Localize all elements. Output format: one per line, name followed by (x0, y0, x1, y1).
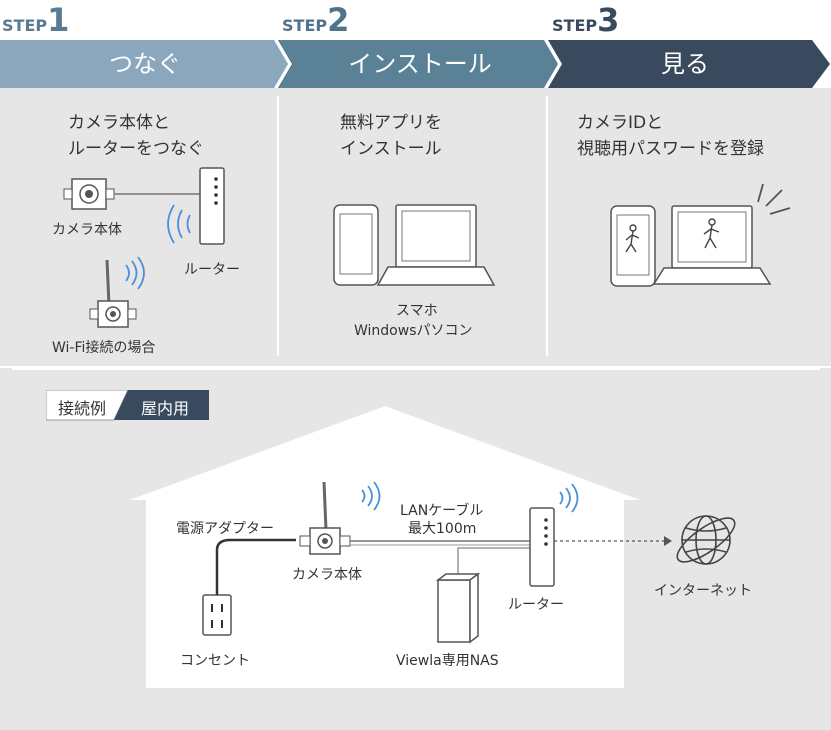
step-number: 2 (327, 1, 350, 39)
nas-cable (457, 547, 530, 580)
smartphone-icon (333, 204, 379, 286)
adapter-label: 電源アダプター (176, 521, 274, 537)
outlet-label: コンセント (180, 653, 250, 669)
internet-label: インターネット (654, 583, 752, 599)
step-3-illustration (610, 183, 791, 287)
step-1-desc: カメラ本体と ルーターをつなぐ (68, 110, 204, 162)
house-shape (130, 406, 640, 688)
arrow-icon (664, 536, 672, 546)
step-2-label-2: Windowsパソコン (354, 323, 473, 339)
outlet-icon (202, 594, 232, 636)
example-tag (46, 390, 209, 421)
laptop-icon (376, 204, 496, 286)
desc-line: インストール (340, 139, 442, 159)
step-word: STEP (2, 16, 48, 35)
alert-lines-icon (757, 183, 791, 215)
nas-label: Viewla専用NAS (396, 653, 499, 669)
desc-line: 視聴用パスワードを登録 (577, 139, 764, 159)
camera-icon (63, 178, 200, 210)
step-2-illustration (333, 204, 496, 286)
camera-label: カメラ本体 (292, 567, 362, 583)
laptop-icon (652, 205, 772, 285)
step-3-desc: カメラIDと 視聴用パスワードを登録 (577, 110, 764, 162)
tag-example: 接続例 (58, 399, 107, 418)
step-2-title: インストール (348, 50, 492, 78)
step-number: 1 (47, 1, 70, 39)
step-1-illustration (63, 167, 225, 328)
smartphone-icon (610, 205, 656, 287)
step-2-desc: 無料アプリを インストール (340, 110, 442, 162)
divider (546, 96, 548, 356)
tag-indoor: 屋内用 (141, 399, 190, 418)
step-banners (0, 40, 830, 88)
step-2-label-1: スマホ (396, 303, 438, 319)
nas-icon (435, 572, 481, 644)
step-3-label: STEP3 (552, 4, 619, 36)
globe-icon (676, 515, 736, 565)
router-label: ルーター (508, 597, 564, 613)
desc-line: カメラIDと (577, 113, 664, 133)
desc-line: ルーターをつなぐ (68, 139, 204, 159)
divider (277, 96, 279, 356)
divider (12, 368, 820, 370)
router-label: ルーター (184, 262, 240, 278)
camera-icon (299, 481, 381, 555)
router-icon (529, 483, 579, 587)
step-word: STEP (552, 16, 598, 35)
wifi-camera-icon (89, 256, 145, 328)
camera-label: カメラ本体 (52, 222, 122, 238)
desc-line: カメラ本体と (68, 113, 170, 133)
router-icon (199, 167, 225, 245)
network-diagram (130, 406, 736, 688)
step-1-label: STEP1 (2, 4, 69, 36)
wifi-case-label: Wi-Fi接続の場合 (52, 340, 156, 356)
desc-line: 無料アプリを (340, 113, 442, 133)
step-2-label: STEP2 (282, 4, 349, 36)
step-number: 3 (597, 1, 620, 39)
lan-label-1: LANケーブル (400, 503, 484, 519)
step-3-title: 見る (661, 50, 709, 78)
lan-label-2: 最大100m (408, 521, 477, 537)
wifi-icon (167, 204, 191, 244)
step-1-title: つなぐ (109, 50, 181, 78)
step-word: STEP (282, 16, 328, 35)
power-cable (215, 538, 296, 595)
